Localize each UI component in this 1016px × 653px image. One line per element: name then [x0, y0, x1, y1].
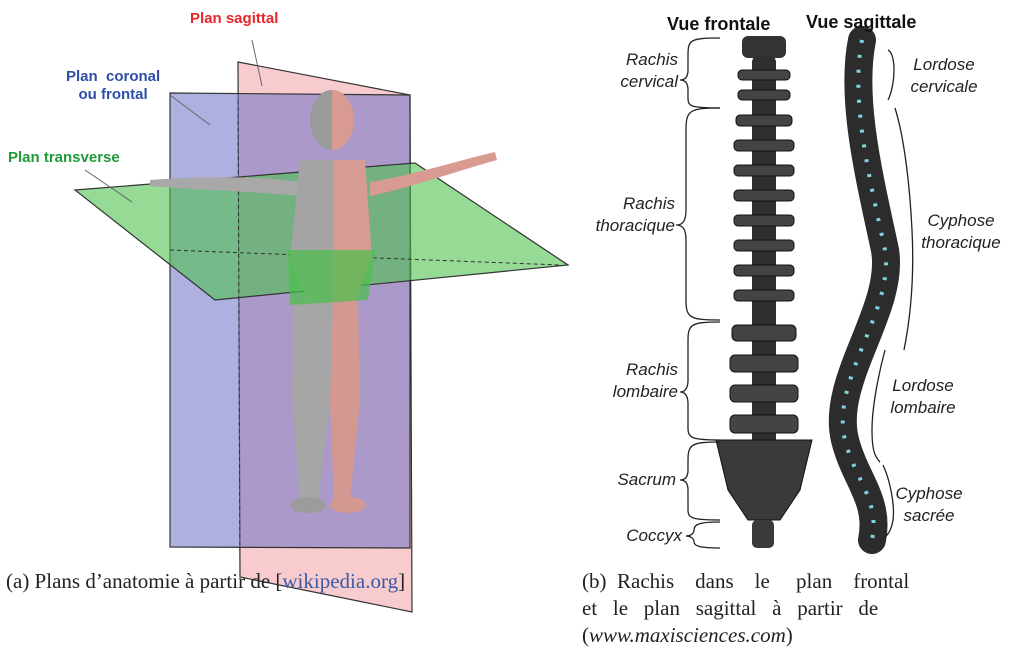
label-plan-coronal-line2: ou frontal: [66, 86, 160, 104]
caption-b-url: www.maxisciences.com: [589, 623, 786, 647]
caption-figure-b: (b) Rachis dans le plan frontal et le pl…: [582, 568, 1010, 649]
label-sacrum: Sacrum: [590, 469, 676, 491]
spine-frontal: [716, 36, 812, 548]
label-coccyx: Coccyx: [590, 525, 682, 547]
caption-b-open: (: [582, 623, 589, 647]
title-vue-sagittale: Vue sagittale: [806, 12, 916, 33]
caption-b-close: ): [786, 623, 793, 647]
label-rachis-lombaire: Rachis lombaire: [590, 359, 678, 403]
spine-sagittal: [843, 40, 886, 540]
label-lordose-lombaire-line1: Lordose: [878, 375, 968, 397]
caption-b-line3: (www.maxisciences.com): [582, 622, 1010, 649]
label-lordose-lombaire-line2: lombaire: [878, 397, 968, 419]
label-plan-sagittal: Plan sagittal: [190, 10, 278, 28]
label-rachis-cervical-line1: Rachis: [586, 49, 678, 71]
caption-a-prefix: (a) Plans d’anatomie à partir de [: [6, 569, 282, 593]
left-braces: [676, 38, 720, 548]
label-cyphose-sacree: Cyphose sacrée: [884, 483, 974, 527]
label-rachis-thoracique-line2: thoracique: [570, 215, 675, 237]
caption-a-suffix: ]: [398, 569, 405, 593]
label-plan-coronal-line1: Plan coronal: [66, 68, 160, 86]
label-cyphose-thoracique: Cyphose thoracique: [912, 210, 1010, 254]
label-rachis-cervical: Rachis cervical: [586, 49, 678, 93]
label-cyphose-thoracique-line1: Cyphose: [912, 210, 1010, 232]
label-lordose-lombaire: Lordose lombaire: [878, 375, 968, 419]
title-vue-frontale: Vue frontale: [667, 14, 770, 35]
label-plan-coronal: Plan coronal ou frontal: [66, 68, 160, 104]
label-rachis-cervical-line2: cervical: [586, 71, 678, 93]
caption-figure-a: (a) Plans d’anatomie à partir de [wikipe…: [6, 568, 405, 595]
label-cyphose-thoracique-line2: thoracique: [912, 232, 1010, 254]
caption-a-link[interactable]: wikipedia.org: [282, 569, 398, 593]
label-lordose-cervicale-line1: Lordose: [898, 54, 990, 76]
label-rachis-lombaire-line2: lombaire: [590, 381, 678, 403]
label-lordose-cervicale-line2: cervicale: [898, 76, 990, 98]
label-rachis-thoracique: Rachis thoracique: [570, 193, 675, 237]
label-rachis-lombaire-line1: Rachis: [590, 359, 678, 381]
coronal-plane: [170, 93, 410, 548]
caption-b-line2: et le plan sagittal à partir de: [582, 595, 1010, 622]
label-cyphose-sacree-line2: sacrée: [884, 505, 974, 527]
label-cyphose-sacree-line1: Cyphose: [884, 483, 974, 505]
label-rachis-thoracique-line1: Rachis: [570, 193, 675, 215]
label-lordose-cervicale: Lordose cervicale: [898, 54, 990, 98]
label-plan-transverse: Plan transverse: [8, 149, 120, 167]
caption-b-line1: (b) Rachis dans le plan frontal: [582, 568, 1010, 595]
